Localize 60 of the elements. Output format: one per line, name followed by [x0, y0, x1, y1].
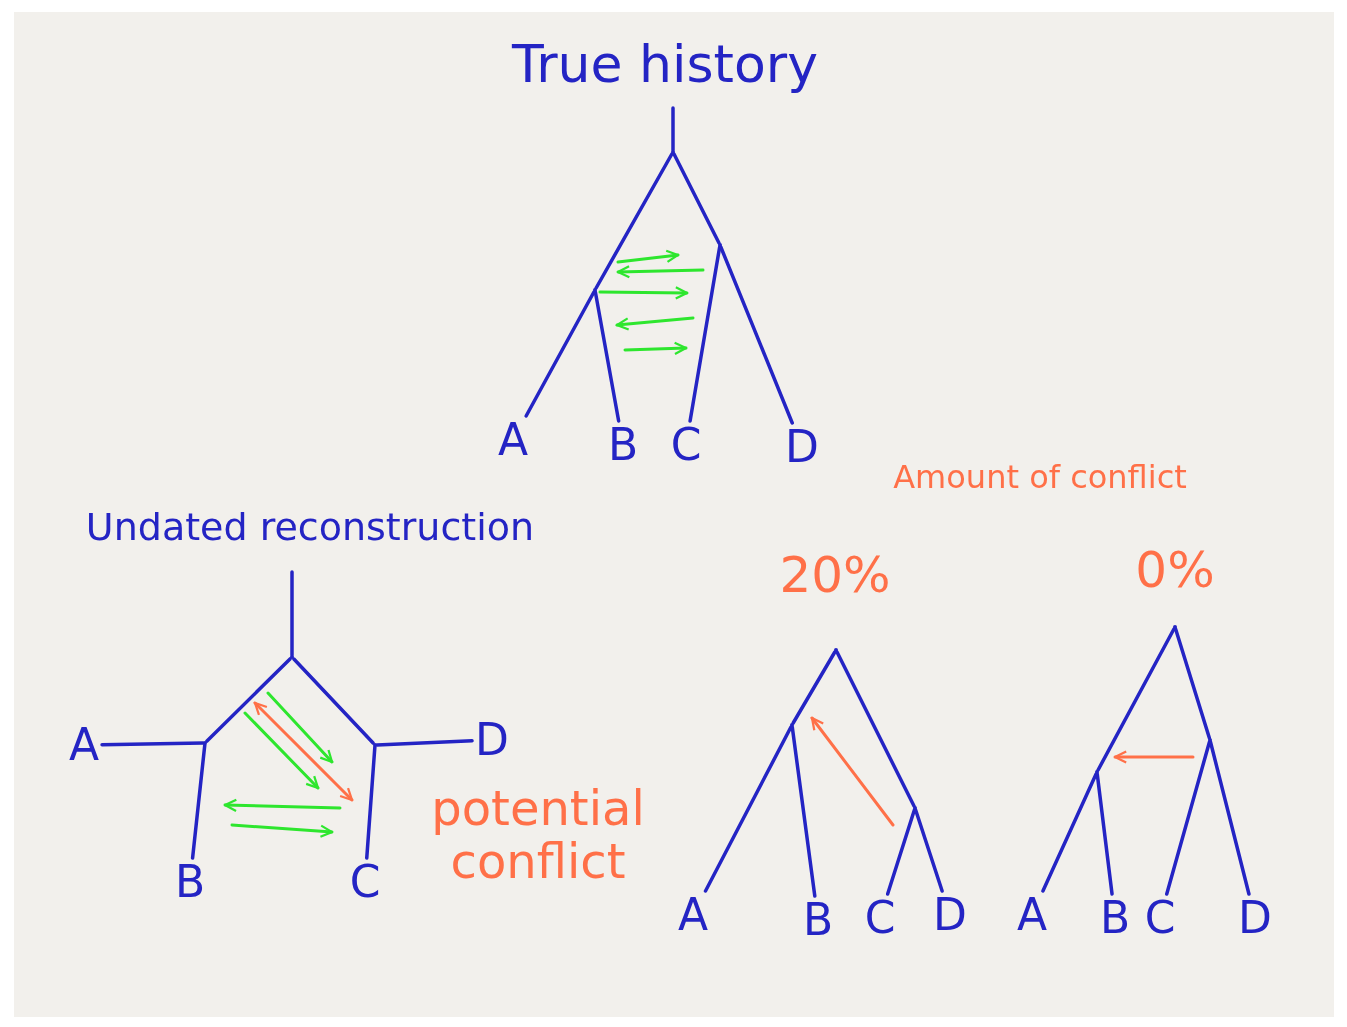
tree-branch	[1165, 740, 1212, 896]
tree-branch	[1096, 627, 1176, 772]
taxon-label: B	[604, 421, 642, 469]
tree-branch	[790, 725, 817, 898]
tree-branch	[1173, 627, 1212, 740]
tree-branch	[791, 650, 837, 725]
tree-branch	[688, 245, 722, 423]
branch-junction	[913, 806, 917, 810]
tree-branch	[290, 570, 294, 657]
tree-branch	[671, 106, 675, 152]
percentage-label: 20%	[779, 547, 891, 603]
branch-junction	[373, 743, 377, 747]
taxon-label: D	[930, 891, 970, 939]
tree-branch	[190, 743, 207, 860]
taxon-label: A	[494, 416, 532, 464]
taxon-label: B	[1096, 894, 1134, 942]
tree-branch	[593, 290, 621, 423]
branch-junction	[790, 723, 794, 727]
branch-junction	[1173, 625, 1177, 629]
tree-branch	[703, 725, 793, 893]
conflict-note: potential conflict	[430, 782, 646, 888]
tree-branch	[365, 745, 377, 860]
taxon-label: A	[674, 891, 712, 939]
taxon-label: D	[472, 716, 512, 764]
tree-branch	[1041, 772, 1098, 893]
taxon-label: A	[65, 721, 103, 769]
tree-branch	[292, 657, 375, 745]
branch-junction	[671, 150, 675, 154]
taxon-label: A	[1013, 891, 1051, 939]
taxon-label: D	[782, 423, 822, 471]
taxon-label: C	[861, 894, 899, 942]
branch-junction	[290, 655, 294, 659]
tree-branch	[885, 808, 917, 896]
taxon-label: C	[1141, 894, 1179, 942]
tree-branch	[594, 152, 674, 290]
conflict-heading: Amount of conflict	[893, 460, 1187, 496]
tree-branch	[205, 657, 292, 743]
branch-junction	[1095, 770, 1099, 774]
percentage-label: 0%	[1135, 542, 1215, 598]
tree-branch	[524, 290, 596, 418]
tree-branch	[719, 245, 794, 425]
branch-junction	[834, 648, 838, 652]
tree-branch	[835, 650, 916, 808]
taxon-label: B	[171, 858, 209, 906]
taxon-label: D	[1235, 894, 1275, 942]
tree-branch	[1208, 740, 1251, 896]
taxon-label: C	[667, 421, 705, 469]
taxon-label: B	[799, 896, 837, 944]
branch-junction	[203, 741, 207, 745]
tree-title: True history	[512, 36, 818, 94]
tree-branch	[672, 152, 721, 245]
branch-junction	[593, 288, 597, 292]
tree-branch	[100, 741, 205, 747]
branch-junction	[1208, 738, 1212, 742]
tree-title: Undated reconstruction	[85, 507, 535, 549]
taxon-label: C	[346, 858, 384, 906]
tree-branch	[375, 739, 474, 747]
tree-branch	[1095, 772, 1114, 896]
tree-branch	[913, 808, 944, 893]
branch-junction	[718, 243, 722, 247]
